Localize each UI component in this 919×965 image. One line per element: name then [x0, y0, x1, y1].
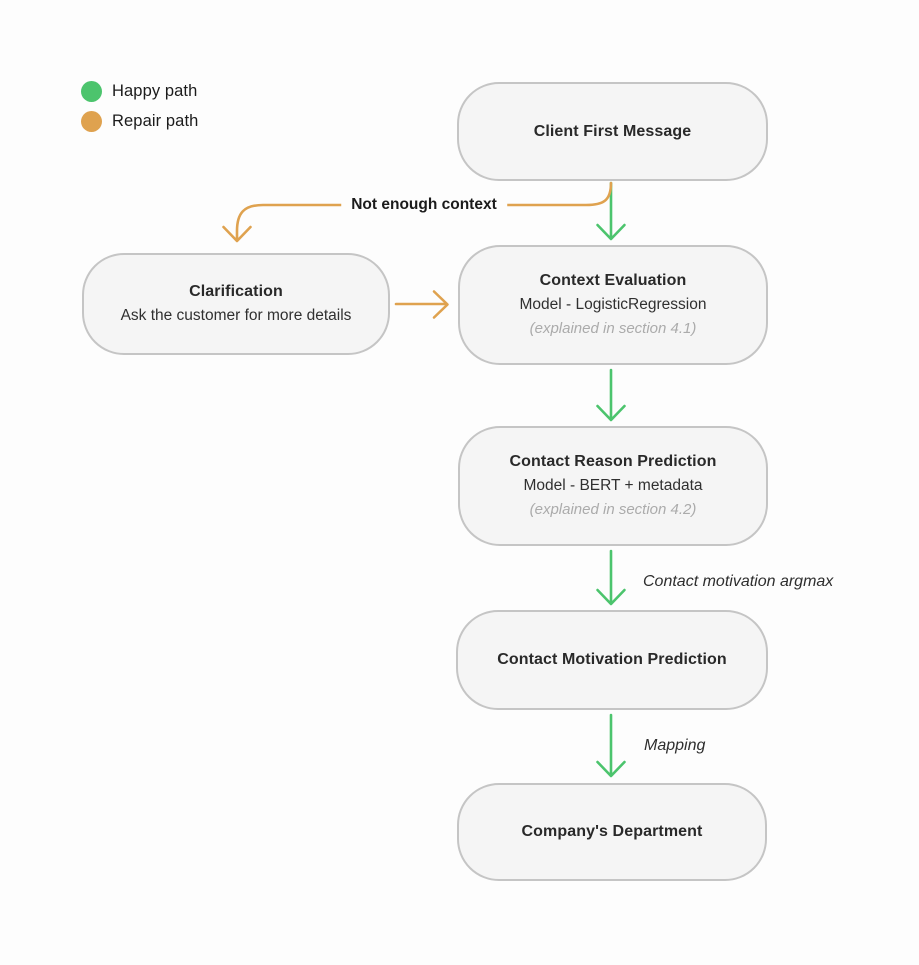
node-client-first-message: Client First Message: [457, 82, 768, 181]
node-contact-motivation-prediction: Contact Motivation Prediction: [456, 610, 768, 710]
legend-item-happy-path: Happy path: [81, 78, 198, 104]
legend-label-repair-path: Repair path: [112, 111, 199, 130]
node-subtitle: Ask the customer for more details: [120, 307, 352, 324]
node-title: Context Evaluation: [539, 272, 687, 289]
edge-label-not-enough-context: Not enough context: [341, 194, 507, 216]
node-subtitle: Model - LogisticRegression: [519, 296, 707, 313]
legend-label-happy-path: Happy path: [112, 81, 198, 100]
legend: Happy path Repair path: [81, 78, 198, 138]
node-title: Company's Department: [521, 823, 703, 840]
node-contact-reason-prediction: Contact Reason Prediction Model - BERT +…: [458, 426, 768, 546]
node-subtitle: Model - BERT + metadata: [523, 477, 703, 494]
edge-happy-reason-to-motivation: [596, 549, 626, 606]
node-title: Client First Message: [533, 122, 692, 140]
node-title: Contact Motivation Prediction: [497, 651, 727, 668]
node-companys-department: Company's Department: [457, 783, 767, 881]
node-note: (explained in section 4.2): [529, 501, 697, 518]
node-context-evaluation: Context Evaluation Model - LogisticRegre…: [458, 245, 768, 365]
repair-path-dot-icon: [81, 110, 102, 132]
node-clarification: Clarification Ask the customer for more …: [82, 253, 390, 355]
node-title: Clarification: [189, 283, 283, 300]
edge-happy-client-to-context-eval: [596, 181, 626, 241]
node-title: Contact Reason Prediction: [509, 453, 717, 470]
legend-item-repair-path: Repair path: [81, 108, 198, 134]
edge-label-mapping: Mapping: [644, 737, 706, 754]
edge-happy-motivation-to-department: [596, 713, 626, 778]
node-note: (explained in section 4.1): [529, 320, 697, 337]
edge-happy-context-eval-to-reason: [596, 368, 626, 422]
happy-path-dot-icon: [81, 80, 102, 102]
edge-repair-clarification-to-context-eval: [394, 290, 449, 319]
edge-label-contact-motivation-argmax: Contact motivation argmax: [643, 573, 834, 590]
